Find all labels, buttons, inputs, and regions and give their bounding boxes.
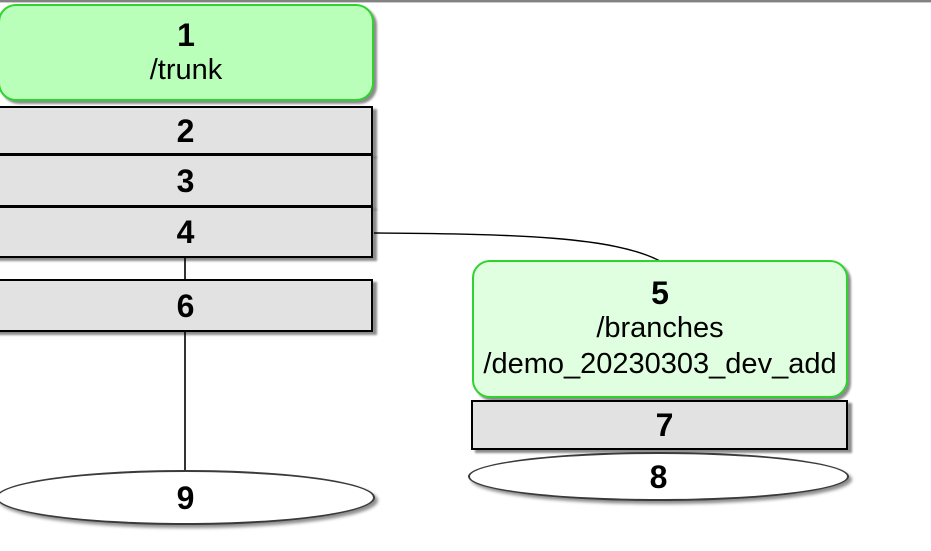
node-rev-4[interactable]: 4 bbox=[0, 206, 373, 258]
node-rev-2[interactable]: 2 bbox=[0, 106, 373, 155]
node-rev-8-head[interactable]: 8 bbox=[468, 452, 849, 501]
view-top-border bbox=[0, 0, 931, 3]
node-rev-1-trunk[interactable]: 1 /trunk bbox=[0, 4, 374, 101]
revision-number: 2 bbox=[176, 112, 195, 149]
revision-number: 7 bbox=[655, 407, 674, 443]
node-rev-9-head[interactable]: 9 bbox=[0, 470, 375, 525]
revision-number: 5 bbox=[651, 275, 669, 311]
node-rev-7[interactable]: 7 bbox=[471, 400, 848, 450]
revision-number: 8 bbox=[649, 458, 668, 495]
edge-4-to-5 bbox=[373, 232, 661, 262]
node-rev-6[interactable]: 6 bbox=[0, 279, 373, 332]
node-path: /trunk bbox=[149, 53, 223, 86]
node-rev-5-branch[interactable]: 5 /branches /demo_20230303_dev_add bbox=[472, 260, 848, 398]
revision-number: 4 bbox=[176, 214, 195, 250]
revision-number: 6 bbox=[176, 287, 195, 324]
revision-number: 3 bbox=[176, 162, 195, 199]
revision-number: 9 bbox=[176, 479, 195, 516]
node-path: /branches bbox=[596, 312, 724, 344]
node-path: /demo_20230303_dev_add bbox=[483, 348, 837, 380]
node-rev-3[interactable]: 3 bbox=[0, 154, 373, 207]
revision-number: 1 bbox=[177, 16, 195, 53]
